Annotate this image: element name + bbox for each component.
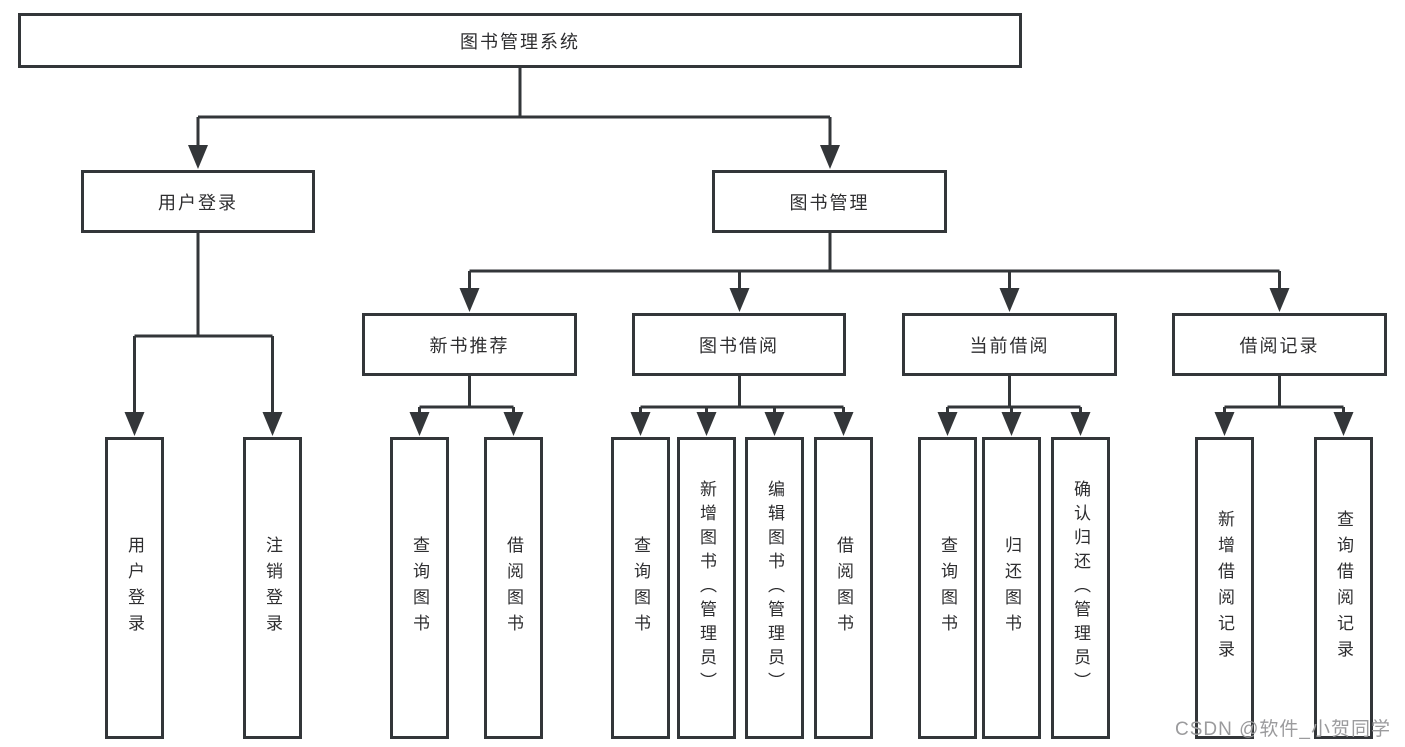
leaf-confirm-return-admin: 确认归还（管理员） [1051, 437, 1110, 739]
node-book-management: 图书管理 [712, 170, 947, 233]
leaf-return-book: 归还图书 [982, 437, 1041, 739]
node-borrow-record: 借阅记录 [1172, 313, 1387, 376]
leaf-add-borrow-record: 新增借阅记录 [1195, 437, 1254, 739]
csdn-watermark: CSDN @软件_小贺同学 [1175, 719, 1391, 740]
leaf-query-book-borrow: 查询图书 [611, 437, 670, 739]
node-library-system: 图书管理系统 [18, 13, 1022, 68]
leaf-query-book-recommend: 查询图书 [390, 437, 449, 739]
leaf-borrow-book: 借阅图书 [814, 437, 873, 739]
leaf-user-login: 用户登录 [105, 437, 164, 739]
leaf-logout: 注销登录 [243, 437, 302, 739]
arrowheads [124, 145, 1354, 436]
leaf-borrow-book-recommend: 借阅图书 [484, 437, 543, 739]
leaf-edit-book-admin: 编辑图书（管理员） [745, 437, 804, 739]
leaf-query-borrow-record: 查询借阅记录 [1314, 437, 1373, 739]
leaf-add-book-admin: 新增图书（管理员） [677, 437, 736, 739]
node-book-borrow: 图书借阅 [632, 313, 846, 376]
node-user-login: 用户登录 [81, 170, 315, 233]
leaf-query-book-current: 查询图书 [918, 437, 977, 739]
node-current-borrow: 当前借阅 [902, 313, 1117, 376]
node-new-book-recommend: 新书推荐 [362, 313, 577, 376]
